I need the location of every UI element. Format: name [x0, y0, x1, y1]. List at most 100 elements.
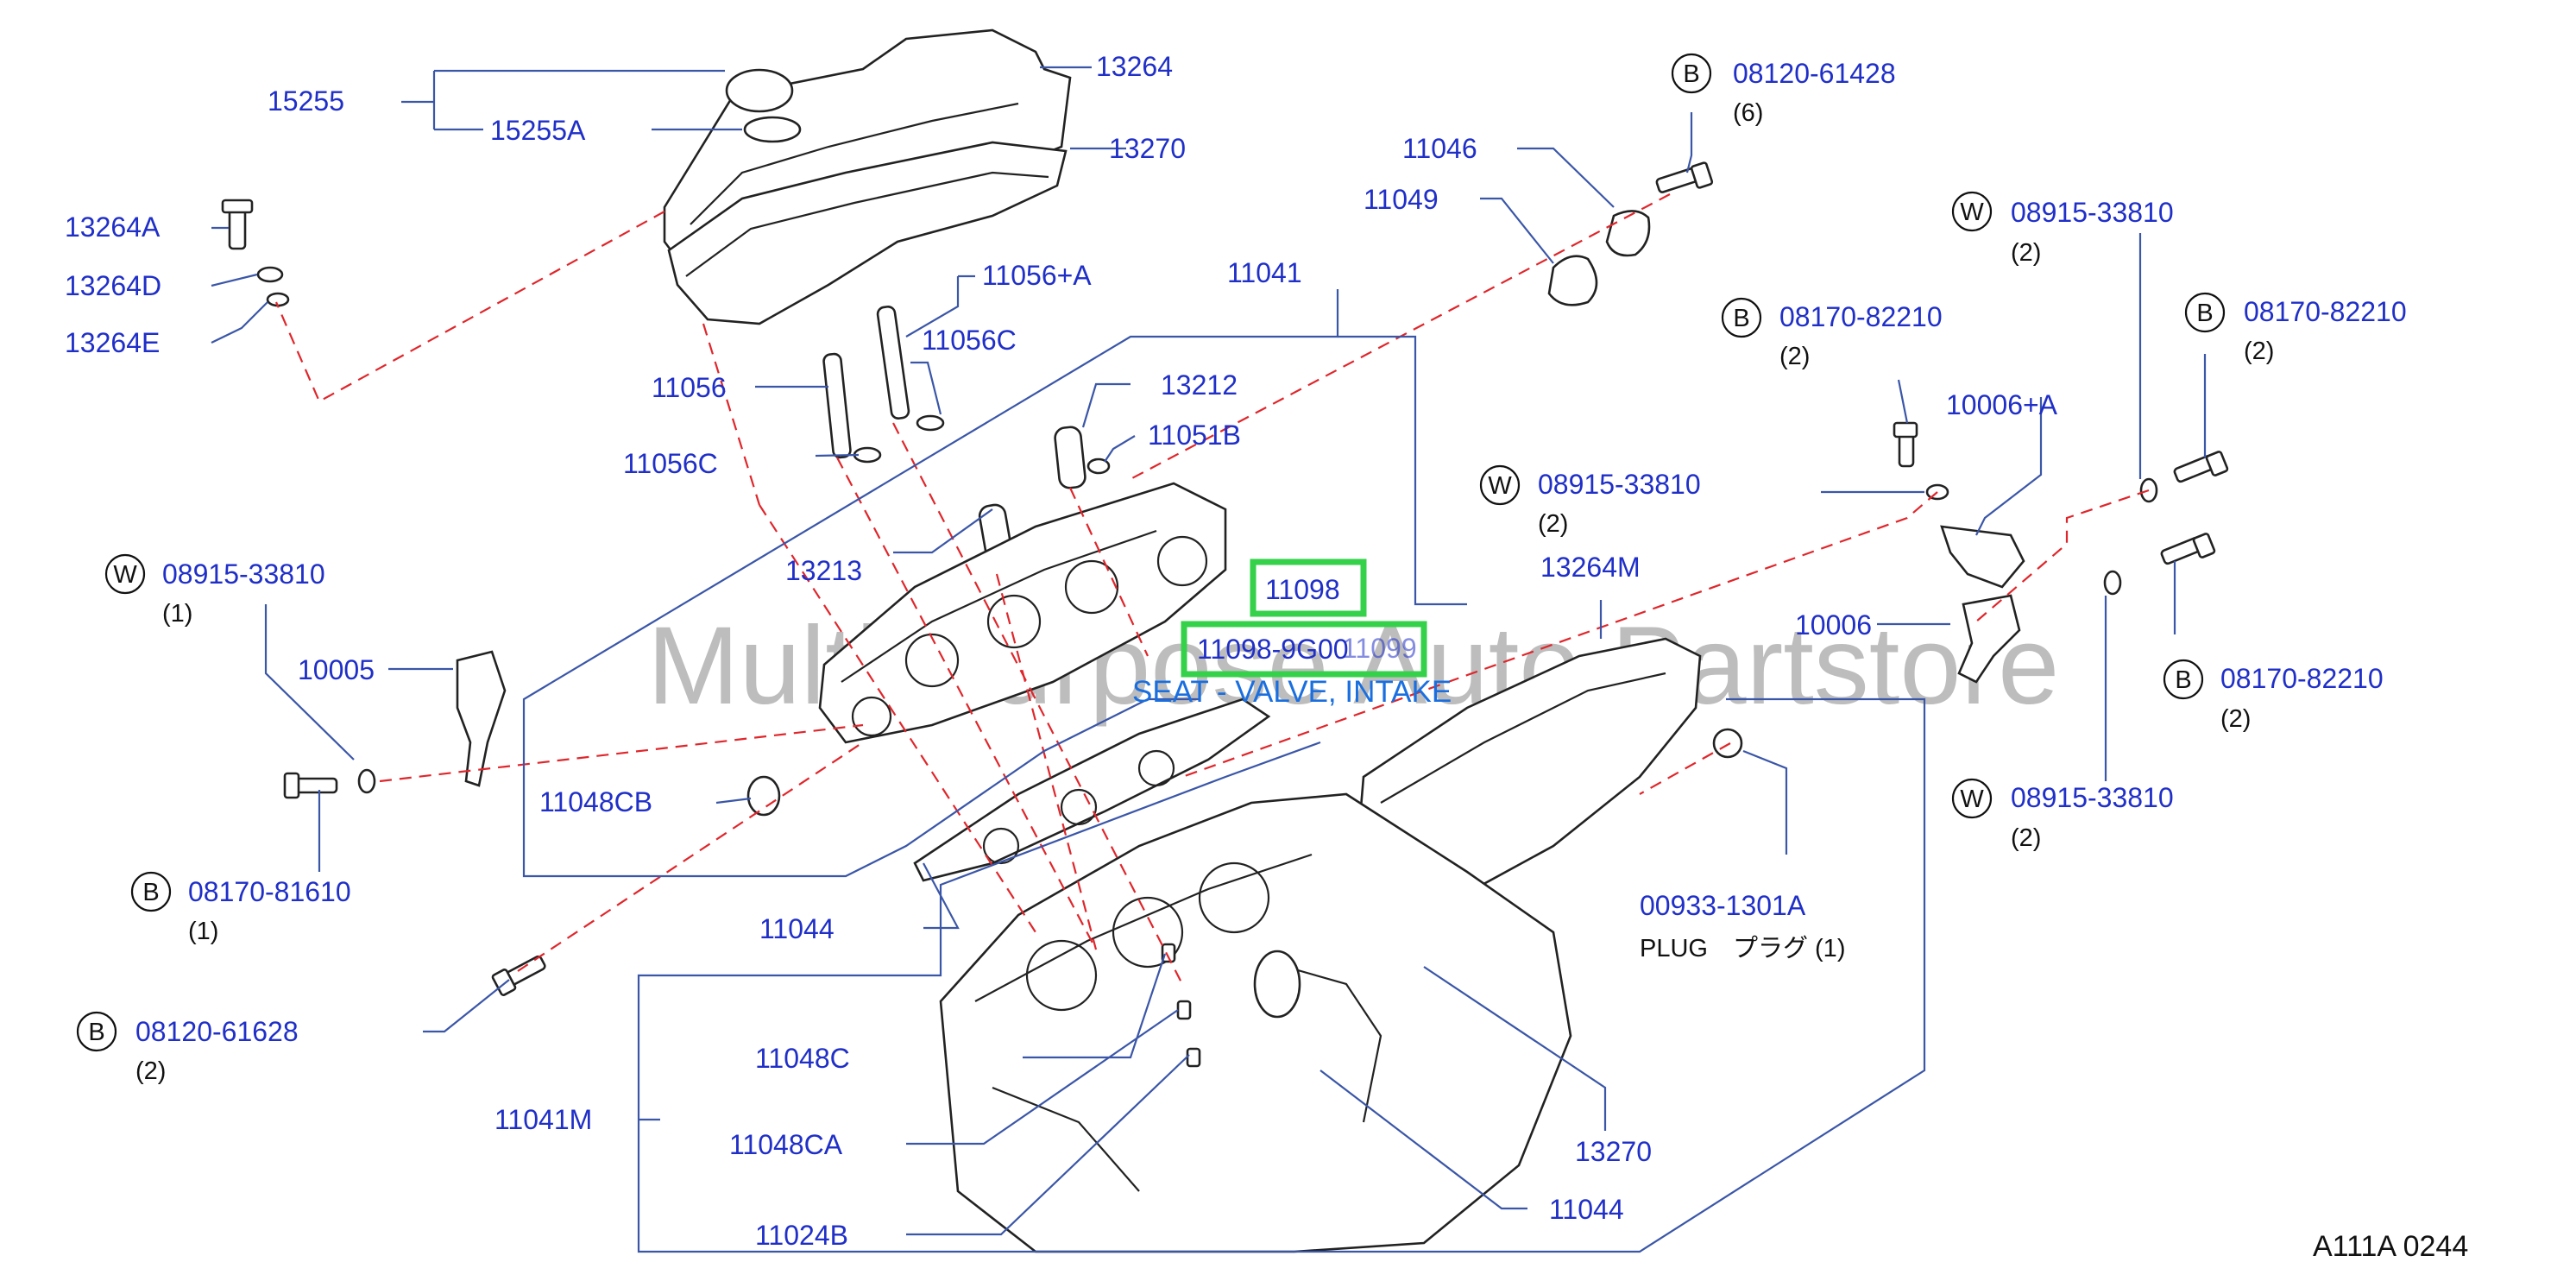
- dowel-11024b-icon: [1186, 1047, 1201, 1068]
- callout-13264[interactable]: 13264: [1096, 51, 1173, 82]
- fastener-08170-81610[interactable]: B 08170-81610 (1): [130, 871, 351, 945]
- washer-symbol-icon: [104, 553, 146, 595]
- fastener-type-letter: B: [1683, 60, 1699, 88]
- callout-11041[interactable]: 11041: [1227, 257, 1302, 288]
- fastener-quantity: (2): [2011, 824, 2041, 852]
- callout-11044-bottom[interactable]: 11044: [1549, 1194, 1624, 1225]
- callout-11041m[interactable]: 11041M: [494, 1104, 592, 1135]
- fastener-type-letter: B: [2196, 300, 2213, 327]
- cover-11049-icon: [1547, 255, 1598, 306]
- callout-13264e[interactable]: 13264E: [65, 327, 160, 358]
- oil-cap-icon: [725, 68, 794, 113]
- fastener-part-number: 08915-33810: [2011, 782, 2174, 813]
- callout-00933-1301a[interactable]: 00933-1301A: [1640, 890, 1806, 921]
- callout-11098-9g00: 11098-9G00: [1197, 634, 1349, 665]
- cylinder-head-left: [818, 482, 1227, 744]
- bolt-08170-82210a-icon: [1893, 421, 1918, 468]
- fastener-part-number: 08170-82210: [1779, 301, 1943, 332]
- fastener-08170-82210-left[interactable]: B 08170-82210 (2): [1721, 297, 1943, 370]
- callout-10006a[interactable]: 10006+A: [1946, 389, 2058, 420]
- callout-15255[interactable]: 15255: [268, 85, 344, 117]
- dowel-11048c-icon: [1161, 943, 1176, 963]
- callout-11048ca[interactable]: 11048CA: [729, 1129, 843, 1160]
- fastener-type-letter: B: [1733, 305, 1749, 332]
- fastener-part-number: 08915-33810: [162, 558, 325, 590]
- fastener-part-number: 08120-61428: [1733, 58, 1896, 89]
- fastener-08915-33810-lower[interactable]: W 08915-33810 (2): [1951, 778, 2174, 852]
- fastener-quantity: (6): [1733, 99, 1763, 127]
- bracket-10006-icon: [1940, 525, 2025, 589]
- dowel-11048ca-icon: [1176, 1000, 1192, 1020]
- fastener-part-number: 08915-33810: [2011, 197, 2174, 228]
- fastener-08120-61628[interactable]: B 08120-61628 (2): [76, 1011, 299, 1085]
- fastener-08915-33810-top[interactable]: W 08915-33810 (2): [1951, 191, 2174, 267]
- callout-11056a[interactable]: 11056+A: [982, 260, 1092, 291]
- fastener-part-number: 08120-61628: [135, 1016, 299, 1047]
- fastener-08120-61428[interactable]: B 08120-61428 (6): [1671, 53, 1896, 127]
- callout-11024b[interactable]: 11024B: [755, 1220, 848, 1251]
- washer-symbol-icon: [1951, 778, 1993, 819]
- bolt-symbol-icon: [2184, 292, 2226, 333]
- callout-11048cb[interactable]: 11048CB: [539, 786, 652, 817]
- highlighted-part-11098-9g00[interactable]: 11099 11098-9G00: [1181, 621, 1427, 678]
- fastener-type-letter: B: [142, 879, 159, 906]
- fastener-08915-33810-left[interactable]: W 08915-33810 (1): [104, 553, 325, 628]
- fastener-type-letter: W: [1960, 199, 1984, 226]
- callout-10005[interactable]: 10005: [298, 654, 375, 685]
- fastener-08170-82210-lower[interactable]: B 08170-82210 (2): [2163, 659, 2384, 733]
- callout-13212[interactable]: 13212: [1161, 369, 1238, 401]
- bracket-10006b-icon: [1957, 594, 2021, 684]
- engine-block: [939, 637, 1702, 1253]
- part-tooltip: SEAT - VALVE, INTAKE: [1132, 675, 1452, 709]
- fastener-quantity: (2): [135, 1057, 166, 1085]
- callout-13264m[interactable]: 13264M: [1540, 552, 1641, 583]
- callout-13270-top[interactable]: 13270: [1109, 133, 1186, 164]
- highlighted-part-11098[interactable]: 11098: [1250, 558, 1367, 617]
- fastener-quantity: (2): [2244, 338, 2274, 365]
- head-gasket-left: [913, 697, 1271, 882]
- fastener-type-letter: W: [1960, 786, 1984, 813]
- highlight-box-primary: [1250, 558, 1367, 617]
- bolt-symbol-icon: [1721, 297, 1762, 338]
- callout-11048c[interactable]: 11048C: [755, 1043, 850, 1074]
- thermostat-port-icon: [1253, 950, 1301, 1019]
- callout-11046[interactable]: 11046: [1402, 133, 1477, 164]
- fastener-type-letter: B: [2175, 666, 2191, 694]
- highlight-box-secondary: [1181, 621, 1427, 678]
- callout-11044-left[interactable]: 11044: [759, 913, 835, 944]
- fastener-08170-82210-right[interactable]: B 08170-82210 (2): [2184, 292, 2407, 365]
- callout-13270-bottom[interactable]: 13270: [1575, 1136, 1652, 1167]
- fastener-part-number: 08170-82210: [2220, 663, 2384, 694]
- bolt-symbol-icon: [2163, 659, 2204, 700]
- bolt-08120-61628-icon: [491, 955, 546, 996]
- bolt-symbol-icon: [1671, 53, 1712, 94]
- bracket-10005-icon: [456, 650, 507, 787]
- fastener-type-letter: W: [1488, 472, 1512, 500]
- plug-00933-icon: [1712, 728, 1743, 759]
- washer-08915-c-icon: [2103, 570, 2122, 596]
- bolt-symbol-icon: [76, 1011, 117, 1052]
- fastener-type-letter: B: [88, 1019, 104, 1046]
- grommet-11048cb-icon: [746, 775, 781, 817]
- callout-11049[interactable]: 11049: [1364, 184, 1439, 215]
- fastener-quantity: (1): [162, 600, 192, 628]
- callout-13264a[interactable]: 13264A: [65, 211, 161, 243]
- callout-13213[interactable]: 13213: [785, 555, 862, 586]
- fastener-quantity: (1): [188, 918, 218, 945]
- callout-11056c-upper[interactable]: 11056C: [922, 325, 1017, 356]
- callout-13264d[interactable]: 13264D: [65, 270, 161, 301]
- callout-11051b[interactable]: 11051B: [1148, 420, 1241, 451]
- washer-13264d-icon: [256, 266, 284, 283]
- callout-11099-fragment: 11099: [1342, 633, 1417, 664]
- callout-10006[interactable]: 10006: [1795, 609, 1872, 640]
- washer-symbol-icon: [1951, 191, 1993, 232]
- callout-11056c-lower[interactable]: 11056C: [623, 448, 718, 479]
- callout-15255a[interactable]: 15255A: [490, 115, 586, 146]
- fastener-08915-33810-mid[interactable]: W 08915-33810 (2): [1479, 464, 1701, 538]
- fastener-part-number: 08915-33810: [1538, 469, 1701, 500]
- callout-11056[interactable]: 11056: [652, 372, 727, 403]
- bolt-08170-82210b-icon: [2173, 451, 2229, 483]
- fastener-quantity: (2): [2011, 239, 2041, 267]
- fastener-quantity: (2): [1779, 343, 1810, 370]
